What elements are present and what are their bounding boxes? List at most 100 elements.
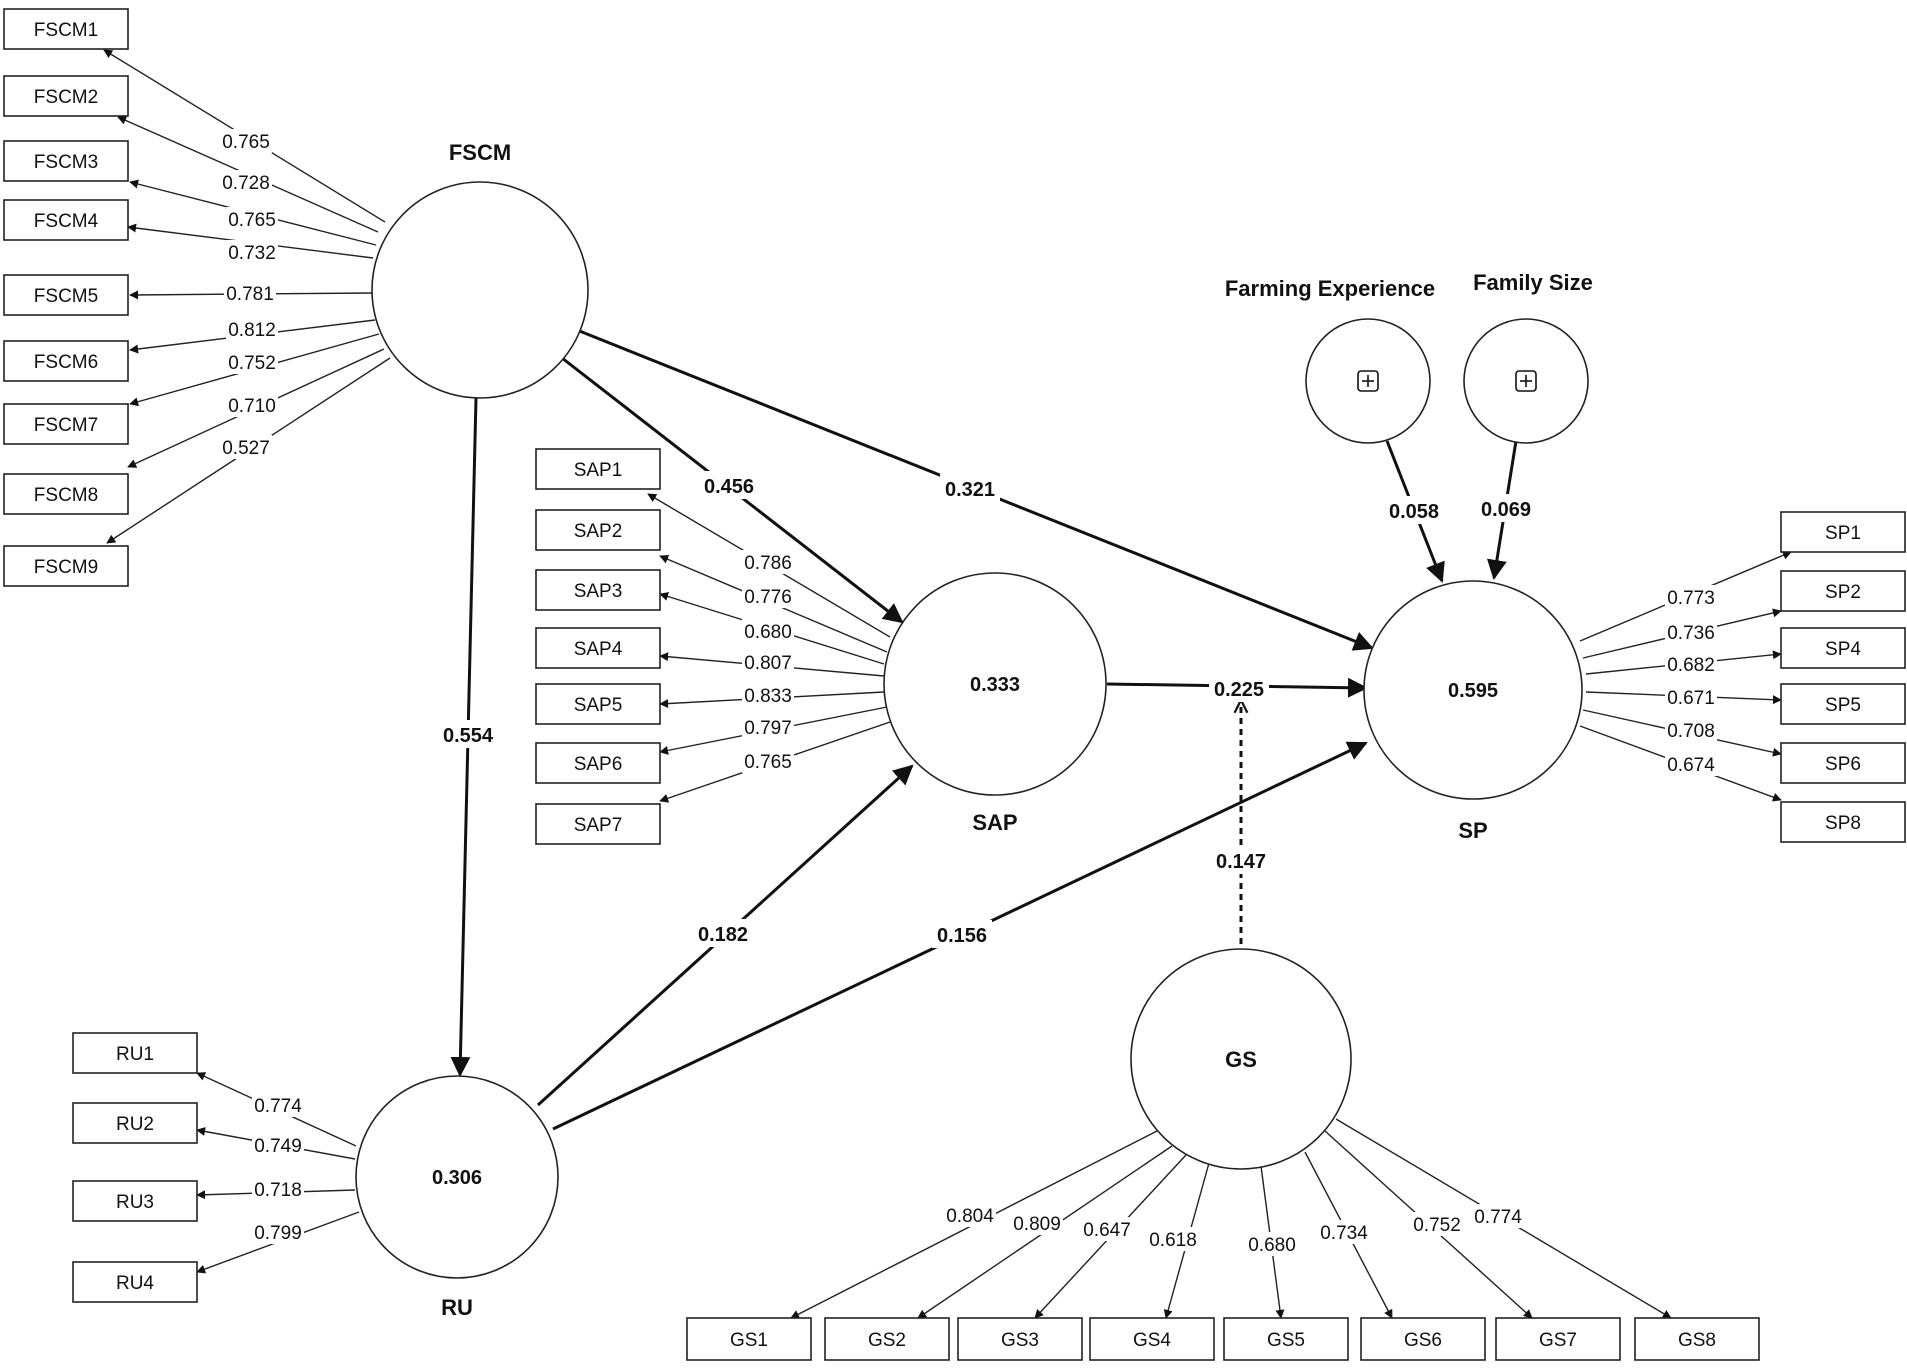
indicator-label-ru2: RU2	[116, 1114, 154, 1135]
loading-label-sp1: 0.773	[1667, 588, 1715, 609]
plus-box-icon	[1515, 370, 1537, 392]
construct-circle-sap[interactable]	[883, 572, 1107, 796]
indicator-label-gs2: GS2	[868, 1330, 906, 1351]
loading-label-bg	[252, 1093, 304, 1117]
construct-label-fe: Farming Experience	[1225, 276, 1435, 301]
r-squared-sap: 0.333	[970, 674, 1020, 696]
indicator-box-sp8[interactable]	[1780, 801, 1906, 843]
indicator-box-sap7[interactable]	[535, 803, 661, 845]
indicator-label-fscm9: FSCM9	[34, 557, 98, 578]
path-coef-fscm-sap: 0.456	[704, 476, 754, 498]
loading-label-sap6: 0.797	[744, 718, 792, 739]
indicator-box-ru1[interactable]	[72, 1032, 198, 1074]
loading-label-fscm7: 0.752	[228, 353, 276, 374]
indicator-box-gs7[interactable]	[1495, 1317, 1621, 1361]
indicator-box-sp4[interactable]	[1780, 627, 1906, 669]
loading-label-bg	[944, 1203, 996, 1227]
indicator-box-sap3[interactable]	[535, 569, 661, 611]
indicator-box-gs2[interactable]	[824, 1317, 950, 1361]
loading-label-bg	[742, 584, 794, 608]
indicator-box-gs1[interactable]	[686, 1317, 812, 1361]
loading-label-bg	[1665, 585, 1717, 609]
loading-label-ru4: 0.799	[254, 1223, 302, 1244]
indicator-box-sp6[interactable]	[1780, 742, 1906, 784]
indicator-label-sp1: SP1	[1825, 523, 1861, 544]
indicator-box-gs3[interactable]	[957, 1317, 1083, 1361]
loading-label-fscm9: 0.527	[222, 438, 270, 459]
indicator-label-fscm6: FSCM6	[34, 352, 98, 373]
loading-label-gs1: 0.804	[946, 1206, 994, 1227]
loading-label-bg	[742, 550, 794, 574]
indicator-box-ru2[interactable]	[72, 1102, 198, 1144]
indicator-label-fscm1: FSCM1	[34, 20, 98, 41]
loading-label-sap1: 0.786	[744, 553, 792, 574]
loading-label-bg	[1246, 1232, 1298, 1256]
loading-label-bg	[1147, 1227, 1199, 1251]
indicator-box-fscm1[interactable]	[3, 8, 129, 50]
indicator-label-gs8: GS8	[1678, 1330, 1716, 1351]
indicator-box-sp1[interactable]	[1780, 511, 1906, 553]
indicator-box-gs4[interactable]	[1089, 1317, 1215, 1361]
indicator-box-ru4[interactable]	[72, 1261, 198, 1303]
loading-label-sp4: 0.682	[1667, 655, 1715, 676]
loading-label-bg	[1472, 1204, 1524, 1228]
moderation-coef-bg	[1211, 846, 1271, 874]
indicator-box-sp2[interactable]	[1780, 570, 1906, 612]
loading-label-bg	[220, 170, 272, 194]
loading-label-ru2: 0.749	[254, 1136, 302, 1157]
loading-label-bg	[226, 393, 278, 417]
indicator-label-gs3: GS3	[1001, 1330, 1039, 1351]
loading-label-sp8: 0.674	[1667, 755, 1715, 776]
indicator-label-sap7: SAP7	[574, 815, 623, 836]
path-coef-fscm-ru: 0.554	[443, 725, 494, 747]
loading-label-sp5: 0.671	[1667, 688, 1715, 709]
construct-circle-ru[interactable]	[355, 1075, 559, 1279]
indicator-box-fscm5[interactable]	[3, 274, 129, 316]
indicator-label-sp6: SP6	[1825, 754, 1861, 775]
indicator-box-fscm2[interactable]	[3, 75, 129, 117]
indicator-box-sap4[interactable]	[535, 627, 661, 669]
indicator-label-sap6: SAP6	[574, 754, 623, 775]
loading-label-ru1: 0.774	[254, 1096, 302, 1117]
loading-label-bg	[742, 619, 794, 643]
loading-label-bg	[226, 240, 278, 264]
indicator-box-fscm9[interactable]	[3, 545, 129, 587]
indicator-box-sap5[interactable]	[535, 683, 661, 725]
loading-label-ru3: 0.718	[254, 1180, 302, 1201]
construct-circle-gs[interactable]	[1130, 948, 1352, 1170]
indicator-label-gs5: GS5	[1267, 1330, 1305, 1351]
indicator-box-fscm7[interactable]	[3, 403, 129, 445]
indicator-box-fscm8[interactable]	[3, 473, 129, 515]
indicator-box-sp5[interactable]	[1780, 683, 1906, 725]
plus-box-icon	[1357, 370, 1379, 392]
path-coef-fs-sp: 0.069	[1481, 499, 1531, 521]
loading-label-bg	[742, 683, 794, 707]
path-coef-fe-sp: 0.058	[1389, 501, 1439, 523]
indicator-label-fscm2: FSCM2	[34, 87, 98, 108]
loading-label-bg	[742, 749, 794, 773]
loading-label-bg	[226, 207, 278, 231]
loading-label-bg	[1081, 1217, 1133, 1241]
indicator-box-gs6[interactable]	[1360, 1317, 1486, 1361]
indicator-box-gs5[interactable]	[1223, 1317, 1349, 1361]
indicator-box-fscm4[interactable]	[3, 199, 129, 241]
path-coef-ru-sp: 0.156	[937, 925, 987, 947]
construct-label-sap: SAP	[972, 810, 1017, 835]
indicator-box-gs8[interactable]	[1634, 1317, 1760, 1361]
indicator-box-fscm6[interactable]	[3, 340, 129, 382]
loading-label-gs7: 0.752	[1413, 1215, 1461, 1236]
loading-label-sap4: 0.807	[744, 653, 792, 674]
indicator-label-ru4: RU4	[116, 1273, 154, 1294]
indicator-label-gs4: GS4	[1133, 1330, 1171, 1351]
construct-circle-fscm[interactable]	[371, 181, 589, 399]
indicator-box-ru3[interactable]	[72, 1180, 198, 1222]
indicator-label-fscm3: FSCM3	[34, 152, 98, 173]
indicator-box-fscm3[interactable]	[3, 140, 129, 182]
indicator-box-sap2[interactable]	[535, 509, 661, 551]
indicator-label-ru3: RU3	[116, 1192, 154, 1213]
loading-label-bg	[1665, 620, 1717, 644]
indicator-box-sap6[interactable]	[535, 742, 661, 784]
indicator-label-gs6: GS6	[1404, 1330, 1442, 1351]
indicator-box-sap1[interactable]	[535, 448, 661, 490]
construct-circle-sp[interactable]	[1363, 580, 1583, 800]
